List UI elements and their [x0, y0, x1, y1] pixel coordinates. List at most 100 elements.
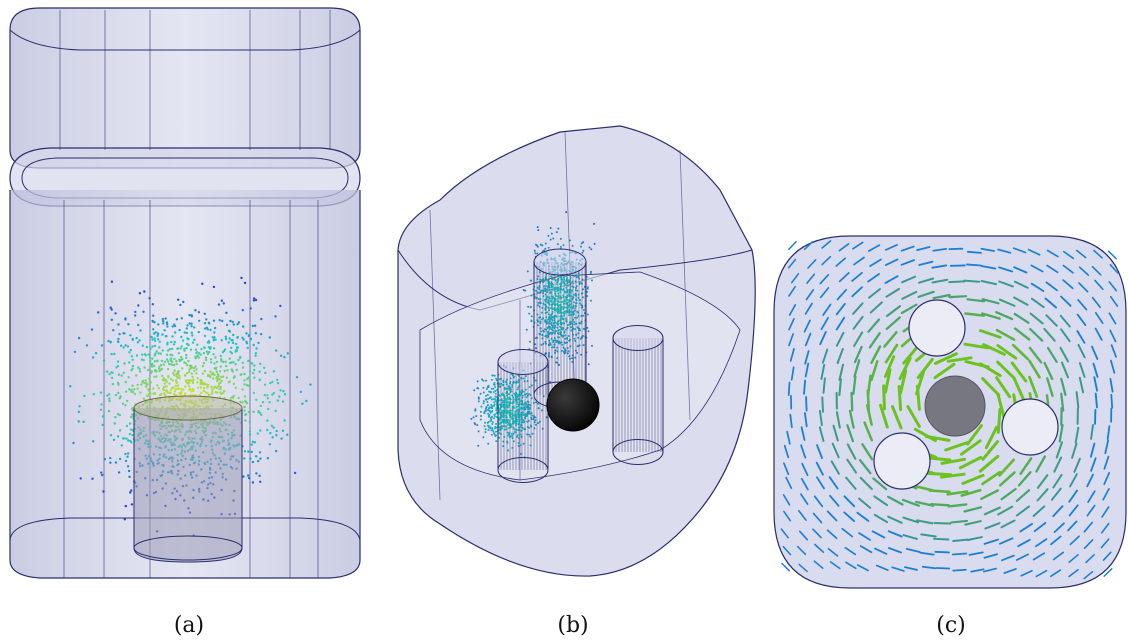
particle [201, 372, 204, 375]
particle [501, 384, 504, 387]
particle [191, 387, 195, 391]
velocity-arrow [1093, 376, 1099, 392]
particle [558, 329, 561, 331]
particle [254, 298, 258, 302]
velocity-arrow [1108, 281, 1118, 292]
particle [140, 383, 143, 386]
velocity-arrow [882, 384, 886, 411]
particle [137, 304, 140, 307]
particle [573, 313, 576, 315]
velocity-arrow [858, 459, 872, 475]
particle [513, 406, 516, 409]
particle [127, 323, 130, 326]
particle [582, 327, 585, 330]
particle [145, 394, 149, 397]
particle [101, 423, 104, 427]
particle [507, 409, 510, 412]
particle [249, 337, 253, 341]
velocity-arrow [797, 509, 807, 521]
particle [564, 275, 567, 278]
particle [130, 503, 134, 506]
velocity-arrow [967, 250, 982, 254]
velocity-arrow [981, 312, 1001, 320]
particle [253, 297, 256, 300]
particle [495, 401, 498, 404]
panel-a-vessel-side-view [9, 7, 361, 579]
velocity-arrow [1085, 554, 1095, 564]
particle [586, 326, 589, 329]
velocity-arrow [803, 319, 811, 333]
velocity-arrow [902, 516, 920, 524]
impeller-cylinder-a-top [133, 395, 243, 421]
particle [193, 338, 196, 341]
velocity-arrow [1028, 375, 1039, 398]
velocity-arrow [858, 532, 871, 541]
particle [116, 381, 120, 385]
velocity-arrow [960, 488, 982, 497]
particle [140, 358, 144, 361]
velocity-arrow [1046, 346, 1058, 363]
particle [185, 346, 188, 350]
particle [158, 394, 162, 397]
particle [141, 380, 144, 384]
velocity-arrow [998, 298, 1016, 307]
particle [495, 416, 498, 418]
particle [144, 379, 147, 382]
particle [246, 346, 249, 350]
particle [484, 409, 487, 412]
particle [175, 375, 178, 378]
particle [279, 389, 282, 392]
velocity-arrow [838, 272, 850, 283]
particle [156, 359, 159, 362]
velocity-arrow [829, 561, 841, 570]
velocity-arrow [902, 344, 920, 365]
particle [110, 308, 113, 311]
particle [154, 352, 157, 355]
baffle-hole-top [908, 299, 966, 357]
particle [522, 408, 525, 411]
particle [203, 322, 207, 325]
velocity-arrow [884, 244, 898, 251]
velocity-arrow [946, 490, 969, 496]
particle [543, 285, 546, 288]
particle [141, 353, 144, 356]
velocity-arrow [948, 280, 966, 284]
particle [543, 289, 546, 292]
velocity-arrow [856, 511, 870, 522]
particle [252, 343, 255, 347]
particle [244, 419, 247, 422]
particle [243, 379, 246, 382]
particle [546, 330, 549, 333]
particle [167, 391, 170, 394]
velocity-arrow [821, 396, 824, 413]
particle [212, 353, 215, 356]
particle [111, 382, 115, 386]
particle [77, 420, 80, 423]
velocity-arrow [852, 241, 864, 250]
particle [570, 299, 573, 302]
velocity-arrow [813, 495, 824, 508]
particle [573, 293, 576, 296]
particle [510, 412, 513, 414]
particle [205, 386, 209, 389]
particle [573, 301, 576, 304]
particle [490, 433, 493, 436]
particle [582, 309, 585, 311]
particle [577, 336, 580, 339]
particle [109, 340, 112, 344]
velocity-arrow [950, 519, 968, 524]
particle [516, 410, 519, 413]
particle [227, 341, 230, 344]
particle [217, 303, 221, 306]
particle [266, 419, 269, 422]
particle [194, 365, 197, 368]
particle [552, 301, 555, 304]
particle [569, 291, 572, 294]
caption-b: (b) [557, 613, 588, 638]
particle [493, 417, 496, 420]
velocity-arrow [1035, 569, 1048, 578]
particle [118, 413, 122, 417]
velocity-arrow [1109, 329, 1117, 343]
particle [570, 320, 573, 323]
particle [107, 339, 110, 343]
